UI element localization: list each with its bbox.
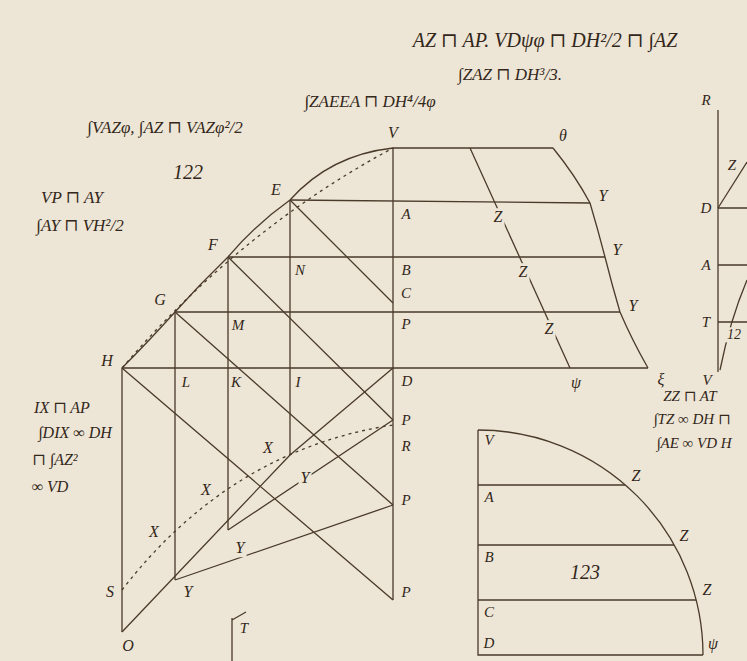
point-letter: X	[147, 523, 161, 541]
axis-line	[717, 110, 718, 372]
point-letter: D	[699, 200, 714, 217]
point-letter: ξ	[656, 371, 667, 389]
figure-number: 123	[568, 561, 602, 583]
axis-line	[392, 148, 393, 600]
figure-number: 12	[725, 327, 743, 342]
point-letter: Z	[678, 527, 691, 545]
quadrant-arc	[478, 430, 703, 655]
point-letter: F	[206, 236, 220, 254]
point-letter: T	[700, 314, 712, 331]
formula-note: IX ⊓ AP	[32, 399, 92, 417]
point-letter: O	[120, 637, 136, 655]
point-letter: V	[386, 124, 400, 142]
formula-note: ∫ZAZ ⊓ DH³/3.	[456, 66, 564, 85]
point-letter: S	[104, 583, 116, 601]
formula-note: VP ⊓ AY	[39, 189, 105, 208]
point-letter: X	[199, 481, 213, 499]
point-letter: V	[700, 372, 713, 389]
slant-line	[470, 148, 570, 368]
point-letter: K	[229, 374, 243, 391]
diagonal-lines	[122, 368, 393, 632]
point-letter: Y	[299, 469, 312, 487]
formula-note: ∫VAZφ, ∫AZ ⊓ VAZφ²/2	[85, 119, 244, 138]
point-letter: A	[699, 257, 712, 274]
point-letter: Y	[182, 583, 195, 601]
point-letter: B	[482, 549, 495, 566]
frame-line	[478, 430, 703, 655]
ordinate-lines	[122, 200, 648, 368]
formula-note: AZ ⊓ AP. VDψφ ⊓ DH²/2 ⊓ ∫AZ	[411, 29, 680, 51]
dashed-curve	[122, 425, 393, 590]
curve-line	[122, 148, 393, 368]
point-letter: Z	[517, 263, 530, 281]
point-letter: G	[152, 291, 168, 309]
point-letter: P	[399, 316, 412, 333]
point-letter: ψ	[706, 635, 720, 653]
point-letter: Z	[701, 581, 714, 599]
point-letter: Z	[543, 320, 556, 338]
point-letter: P	[399, 492, 412, 509]
point-letter: Y	[627, 297, 640, 315]
curve-line	[720, 280, 747, 370]
ordinate-lines	[718, 208, 747, 322]
point-letter: Z	[726, 157, 738, 174]
point-letter: L	[180, 374, 192, 391]
point-letter: V	[482, 432, 495, 449]
point-letter: M	[230, 317, 247, 334]
point-letter: A	[399, 206, 412, 223]
point-letter: Z	[630, 467, 643, 485]
ordinate-lines	[478, 485, 696, 600]
point-letter: P	[399, 412, 412, 429]
point-letter: Z	[492, 208, 505, 226]
point-letter: ψ	[569, 374, 583, 392]
point-letter: Y	[234, 539, 247, 557]
formula-note: ∫AE ∞ VD H	[654, 435, 733, 452]
point-letter: T	[238, 620, 250, 637]
point-letter: P	[399, 584, 412, 601]
formula-note: ∫DIX ∞ DH	[36, 424, 114, 442]
vertical-lines	[122, 200, 290, 632]
point-letter: I	[294, 374, 303, 391]
point-letter: R	[699, 92, 712, 109]
diagonal-lines	[122, 200, 393, 600]
point-letter: R	[399, 438, 412, 455]
formula-note: ∞ VD	[30, 478, 71, 496]
point-letter: C	[399, 285, 413, 302]
figure-number: 122	[171, 161, 205, 183]
point-letter: H	[99, 352, 115, 370]
point-letter: X	[261, 439, 275, 457]
formula-note: ZZ ⊓ AT	[661, 388, 718, 405]
point-letter: N	[293, 262, 307, 279]
formula-note: ⊓ ∫AZ²	[30, 451, 79, 469]
dashed-curve	[122, 148, 393, 368]
point-letter: A	[482, 489, 495, 506]
top-line	[393, 147, 553, 148]
point-letter: C	[482, 604, 496, 621]
curve-line	[553, 148, 648, 368]
point-letter: D	[482, 635, 497, 652]
point-letter: θ	[557, 127, 569, 145]
point-letter: E	[269, 181, 283, 199]
point-letter: Y	[611, 241, 624, 259]
formula-note: ∫ZAEEA ⊓ DH⁴/4φ	[302, 93, 437, 112]
point-letter: Y	[597, 187, 610, 205]
point-letter: B	[399, 262, 412, 279]
point-letter: D	[400, 373, 415, 390]
formula-note: ∫AY ⊓ VH²/2	[34, 217, 125, 236]
formula-note: ∫TZ ∞ DH ⊓	[652, 411, 733, 428]
